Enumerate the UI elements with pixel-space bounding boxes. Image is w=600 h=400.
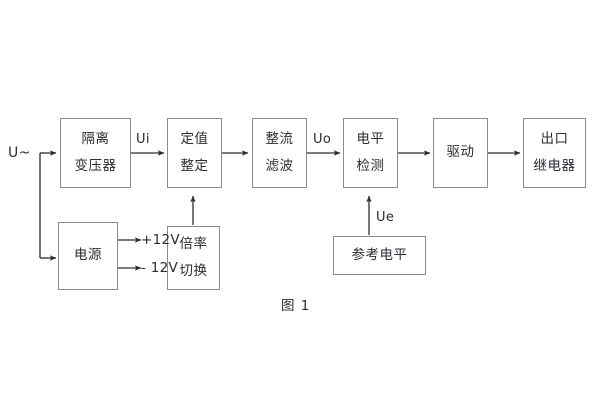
- block-output-relay-line-1: 出口: [540, 131, 569, 147]
- block-isolation-transformer-line-1: 隔离: [81, 131, 110, 147]
- block-setting-value-line-2: 整定: [180, 157, 209, 174]
- block-drive-line-1: 驱动: [446, 144, 475, 161]
- block-output-relay-line-2: 继电器: [533, 157, 576, 174]
- block-drive[interactable]: 驱动: [433, 118, 488, 188]
- block-setting-value-line-1: 定值: [180, 131, 209, 147]
- signal-label-ui: Ui: [136, 132, 150, 147]
- input-source-label: U~: [8, 145, 31, 161]
- block-isolation-transformer-line-2: 变压器: [74, 157, 117, 174]
- block-rectify-filter[interactable]: 整流 滤波: [252, 118, 307, 188]
- block-setting-value[interactable]: 定值 整定: [167, 118, 222, 188]
- block-power-supply[interactable]: 电源: [58, 222, 118, 290]
- block-level-detect-line-1: 电平: [356, 131, 385, 147]
- block-reference-level-line-1: 参考电平: [351, 246, 408, 263]
- figure-caption: 图 1: [281, 298, 311, 314]
- block-output-relay[interactable]: 出口 继电器: [523, 118, 586, 188]
- block-rectify-filter-line-1: 整流: [265, 131, 294, 147]
- block-multiplier-switch-line-2: 切换: [179, 262, 208, 279]
- signal-label-ue: Ue: [376, 210, 395, 225]
- block-level-detect-line-2: 检测: [356, 157, 385, 174]
- block-rectify-filter-line-2: 滤波: [265, 157, 294, 174]
- rail-label-positive: +12V: [141, 232, 180, 248]
- block-level-detect[interactable]: 电平 检测: [343, 118, 398, 188]
- signal-label-uo: Uo: [313, 132, 332, 147]
- block-multiplier-switch[interactable]: 倍率 切换: [167, 226, 220, 290]
- block-reference-level[interactable]: 参考电平: [333, 236, 426, 275]
- block-power-supply-line-1: 电源: [74, 247, 102, 264]
- block-multiplier-switch-line-1: 倍率: [179, 236, 208, 252]
- rail-label-negative: - 12V: [141, 260, 179, 276]
- block-isolation-transformer[interactable]: 隔离 变压器: [60, 118, 131, 188]
